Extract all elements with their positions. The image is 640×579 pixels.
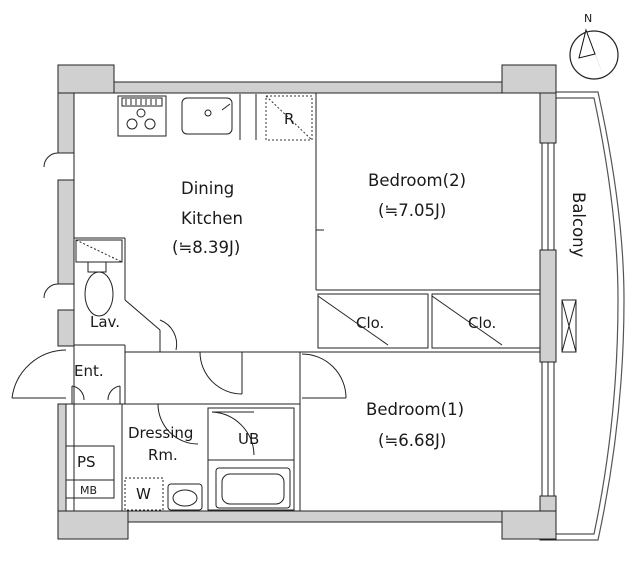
interior-lines <box>65 91 543 512</box>
dining-kitchen-area: (≒8.39J) <box>172 238 240 257</box>
toilet <box>75 239 123 317</box>
bedroom2-name: Bedroom(2) <box>368 171 466 190</box>
washer-label: W <box>136 485 151 503</box>
walls <box>57 64 557 541</box>
doors <box>11 152 347 456</box>
bathtub <box>215 467 291 509</box>
entrance-label: Ent. <box>74 362 104 380</box>
bedroom2-area: (≒7.05J) <box>378 201 446 220</box>
compass-north-label: N <box>584 12 592 25</box>
balcony-outline <box>556 91 625 541</box>
compass-icon <box>569 28 619 80</box>
windows <box>541 142 555 497</box>
lavatory-label: Lav. <box>90 313 120 331</box>
closets <box>317 293 541 349</box>
pipe-space-label: PS <box>77 453 96 471</box>
refrigerator-label: R <box>284 110 294 128</box>
kitchen-sink <box>181 97 233 135</box>
stove <box>117 95 167 137</box>
wash-basin <box>167 483 203 511</box>
closet-left-label: Clo. <box>356 314 384 332</box>
closet-right-label: Clo. <box>468 314 496 332</box>
bedroom1-name: Bedroom(1) <box>366 400 464 419</box>
dressing-room-line2: Rm. <box>148 446 178 464</box>
unit-bath-label: UB <box>238 430 259 448</box>
refrigerator-space <box>265 95 313 141</box>
bedroom1-area: (≒6.68J) <box>378 431 446 450</box>
balcony-window-icon <box>561 299 577 353</box>
balcony-label: Balcony <box>569 192 588 258</box>
dining-kitchen-line1: Dining <box>181 179 234 198</box>
dining-kitchen-line2: Kitchen <box>181 209 243 228</box>
meter-box-label: MB <box>80 484 97 497</box>
dressing-room-line1: Dressing <box>128 424 193 442</box>
